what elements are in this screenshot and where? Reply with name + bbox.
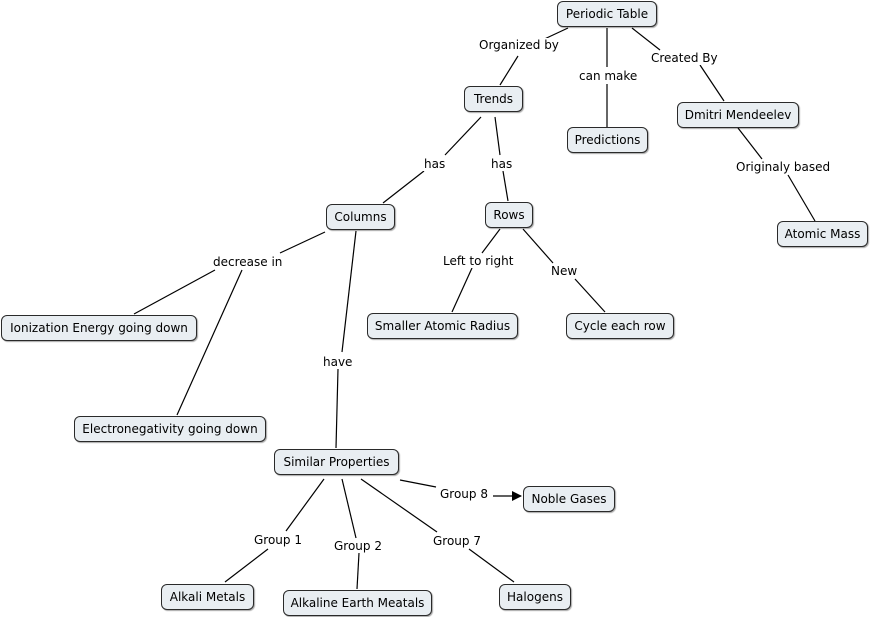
node-smaller-atomic-radius[interactable]: Smaller Atomic Radius xyxy=(367,313,518,339)
edge-group1-alkali xyxy=(224,548,269,583)
edge-similar-group7 xyxy=(360,478,438,533)
node-predictions[interactable]: Predictions xyxy=(567,127,648,153)
node-similar-properties[interactable]: Similar Properties xyxy=(274,449,399,475)
label-originaly-based: Originaly based xyxy=(734,160,833,174)
node-alkali-metals[interactable]: Alkali Metals xyxy=(161,584,254,610)
edge-rows-new xyxy=(522,228,554,264)
label-new: New xyxy=(549,264,580,278)
edge-based-atomicmass xyxy=(787,174,816,222)
label-group-1: Group 1 xyxy=(252,533,304,547)
node-periodic-table[interactable]: Periodic Table xyxy=(557,1,657,27)
node-atomic-mass[interactable]: Atomic Mass xyxy=(777,221,868,247)
edge-mendeleev-based xyxy=(737,127,763,160)
label-group-2: Group 2 xyxy=(332,539,384,553)
edge-columns-decrease xyxy=(279,231,326,254)
node-ionization-energy[interactable]: Ionization Energy going down xyxy=(1,315,197,341)
edge-trends-has1 xyxy=(444,116,482,156)
edge-has2-rows xyxy=(502,170,509,202)
label-can-make: can make xyxy=(577,69,640,83)
edge-trends-has2 xyxy=(494,116,501,156)
node-trends[interactable]: Trends xyxy=(464,86,523,112)
edge-new-cycle xyxy=(574,278,606,313)
label-has-rows: has xyxy=(489,157,515,171)
edge-has1-columns xyxy=(382,170,425,204)
node-noble-gases[interactable]: Noble Gases xyxy=(523,486,615,512)
node-electronegativity[interactable]: Electronegativity going down xyxy=(74,416,266,442)
edge-periodic-createdby xyxy=(631,27,661,51)
node-mendeleev[interactable]: Dmitri Mendeelev xyxy=(677,102,799,128)
label-group-7: Group 7 xyxy=(431,534,483,548)
edge-have-similar xyxy=(335,368,339,449)
edge-similar-group1 xyxy=(285,478,325,532)
edge-decrease-ionization xyxy=(133,269,216,315)
node-halogens[interactable]: Halogens xyxy=(499,584,571,610)
edge-rows-lefttoright xyxy=(481,228,501,254)
edge-similar-group8 xyxy=(399,479,437,488)
edge-createdby-mendeleev xyxy=(699,64,725,102)
label-has-columns: has xyxy=(422,157,448,171)
edge-similar-group2 xyxy=(341,478,357,539)
edge-lefttoright-radius xyxy=(451,267,473,313)
label-group-8: Group 8 xyxy=(438,487,490,501)
edge-columns-have xyxy=(341,230,357,353)
edge-group7-halogens xyxy=(468,548,515,583)
label-have: have xyxy=(321,355,355,369)
node-rows[interactable]: Rows xyxy=(485,202,533,228)
edge-group2-alkaline xyxy=(356,552,360,590)
node-alkaline-earth-metals[interactable]: Alkaline Earth Meatals xyxy=(283,590,432,616)
label-left-to-right: Left to right xyxy=(441,254,516,268)
label-created-by: Created By xyxy=(649,51,720,65)
label-decrease-in: decrease in xyxy=(211,255,285,269)
node-cycle-each-row[interactable]: Cycle each row xyxy=(566,313,674,339)
edge-organized-trends xyxy=(499,55,519,86)
label-organized-by: Organized by xyxy=(477,38,561,52)
edge-decrease-electroneg xyxy=(176,269,243,416)
node-columns[interactable]: Columns xyxy=(326,204,395,230)
